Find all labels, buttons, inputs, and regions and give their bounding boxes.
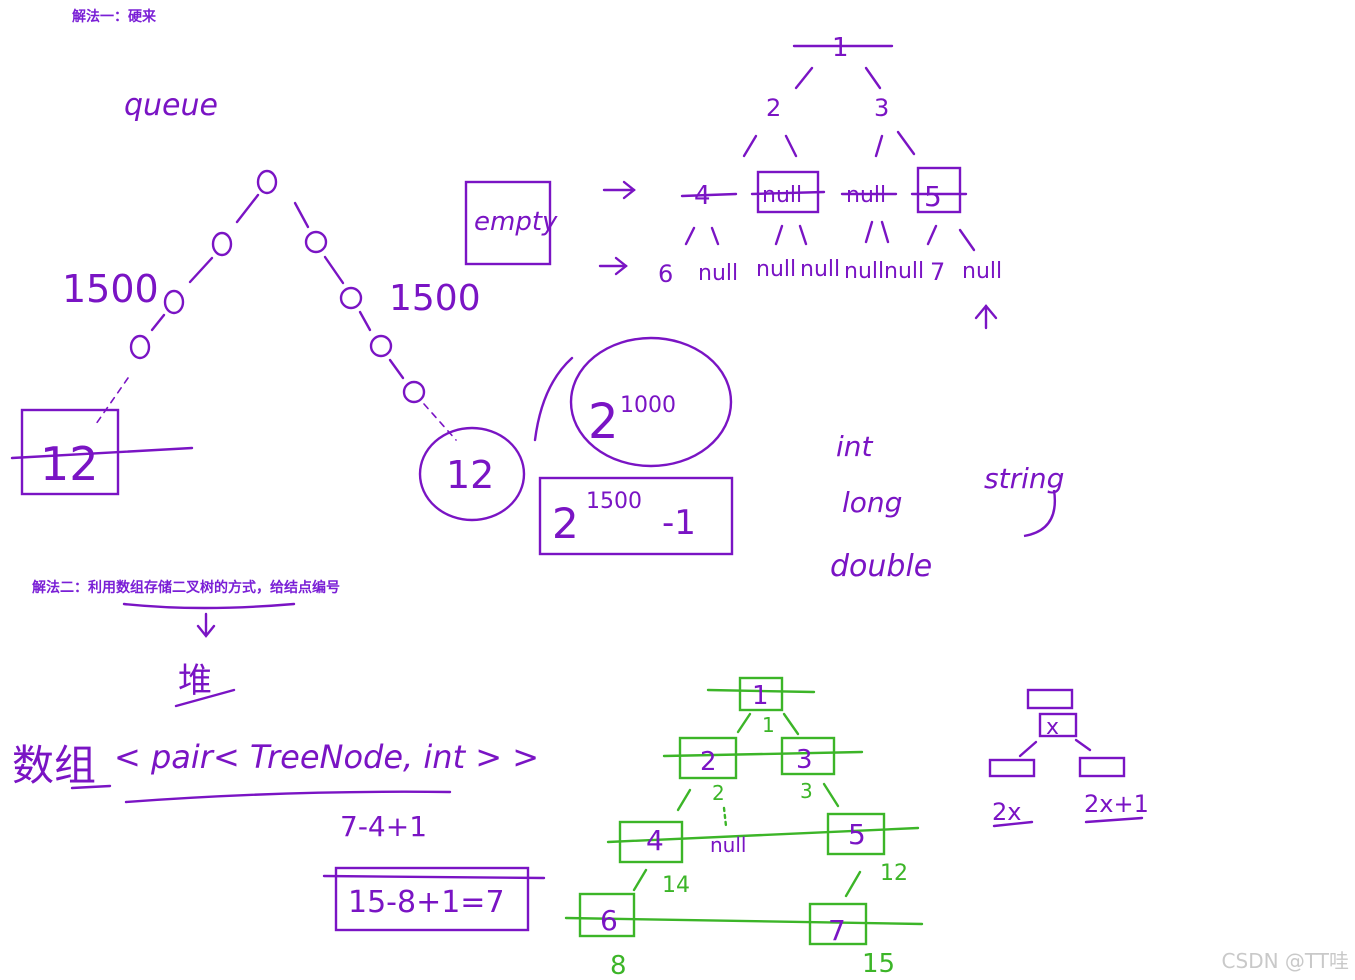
level-root: 1 xyxy=(832,33,849,63)
empty-label: empty xyxy=(474,207,558,237)
level3-1: null xyxy=(698,261,738,286)
empty-box xyxy=(464,180,552,266)
boxed-power xyxy=(538,476,734,556)
node-4: 4 xyxy=(646,824,664,857)
heading-method-2: 解法二：利用数组存储二叉树的方式，给结点编号 xyxy=(32,580,340,596)
level2-b: null xyxy=(762,183,802,208)
level2-box-5 xyxy=(916,166,962,214)
type-double: double xyxy=(830,549,932,584)
leaf-circle-right xyxy=(418,426,526,522)
node-2: 2 xyxy=(700,747,717,777)
tree-node xyxy=(211,231,233,257)
boxed-base: 2 xyxy=(552,499,579,548)
expr-15-8-1: 15-8+1=7 xyxy=(348,885,505,920)
label-1: 1 xyxy=(762,713,775,737)
watermark: CSDN @TT哇 xyxy=(1221,949,1349,973)
level3-3: null xyxy=(800,257,840,282)
null-label: null xyxy=(710,833,746,857)
array-declaration: < pair< TreeNode, int > > xyxy=(114,738,539,776)
node-7: 7 xyxy=(828,914,846,947)
node-box-2 xyxy=(678,736,738,780)
boxed-exp: 1500 xyxy=(586,489,642,514)
tree-node xyxy=(304,230,328,254)
level3-4: null xyxy=(844,259,884,284)
level3-7: null xyxy=(962,259,1002,284)
expr-7-4-1: 7-4+1 xyxy=(340,810,427,843)
expr-box xyxy=(334,866,530,932)
node-5: 5 xyxy=(848,818,866,851)
rule-node: x xyxy=(1046,715,1059,740)
label-3: 3 xyxy=(800,779,813,803)
level-order-tree: 1 2 3 empty 4 null null 5 6 null nu xyxy=(464,33,1002,330)
node-1: 1 xyxy=(752,681,769,711)
type-long: long xyxy=(842,486,902,519)
rule-left: 2x xyxy=(992,798,1021,826)
heap-char: 堆 xyxy=(178,661,212,701)
skewed-tree: queue 1500 1500 12 12 xyxy=(10,88,526,522)
circled-base: 1000 xyxy=(620,393,676,418)
boxed-tail: -1 xyxy=(662,503,696,543)
level3-5: null xyxy=(884,259,924,284)
tree-node xyxy=(163,289,185,315)
type-string: string xyxy=(984,462,1064,495)
type-list: int long double string xyxy=(830,430,1064,584)
node-box-1 xyxy=(738,676,784,712)
label-15: 15 xyxy=(862,949,895,979)
tree-node xyxy=(369,334,393,358)
left-exponent: 1500 xyxy=(62,267,159,311)
level2-d: 5 xyxy=(924,180,942,213)
label-2: 2 xyxy=(712,781,725,805)
node-3: 3 xyxy=(796,745,813,775)
array-chars: 数组 xyxy=(12,741,96,790)
label-12: 12 xyxy=(880,861,908,886)
circled-power xyxy=(569,336,733,468)
tree-node xyxy=(256,169,278,195)
level2-c: null xyxy=(846,183,886,208)
node-box-6 xyxy=(578,892,636,938)
method2-notes: 堆 数组 < pair< TreeNode, int > > 7-4+1 15-… xyxy=(12,602,546,932)
node-box-5 xyxy=(826,812,886,856)
tree-node xyxy=(129,334,151,360)
tree-node xyxy=(339,286,363,310)
level3-2: null xyxy=(756,257,796,282)
tree-node xyxy=(402,380,426,404)
heading-method-1: 解法一：硬来 xyxy=(72,9,156,25)
rule-right: 2x+1 xyxy=(1084,790,1149,818)
circled-power-base: 2 xyxy=(588,394,619,450)
level3-0: 6 xyxy=(658,260,673,288)
leaf-value-left: 12 xyxy=(40,437,99,491)
type-int: int xyxy=(836,430,874,463)
numbered-tree: 1 1 2 3 2 3 4 5 null 14 12 6 7 8 15 xyxy=(564,676,924,980)
right-exponent: 1500 xyxy=(389,278,481,319)
level1-right: 3 xyxy=(874,94,889,122)
queue-label: queue xyxy=(124,88,218,123)
level3-6: 7 xyxy=(930,258,945,286)
node-6: 6 xyxy=(600,904,618,937)
leaf-value-right: 12 xyxy=(446,453,494,497)
bignum-notes: 1000 2 2 1500 -1 xyxy=(533,336,734,556)
index-rule: x 2x 2x+1 xyxy=(988,688,1149,828)
level1-left: 2 xyxy=(766,94,781,122)
label-8: 8 xyxy=(610,951,627,980)
label-14: 14 xyxy=(662,873,690,898)
node-box-3 xyxy=(780,736,836,776)
